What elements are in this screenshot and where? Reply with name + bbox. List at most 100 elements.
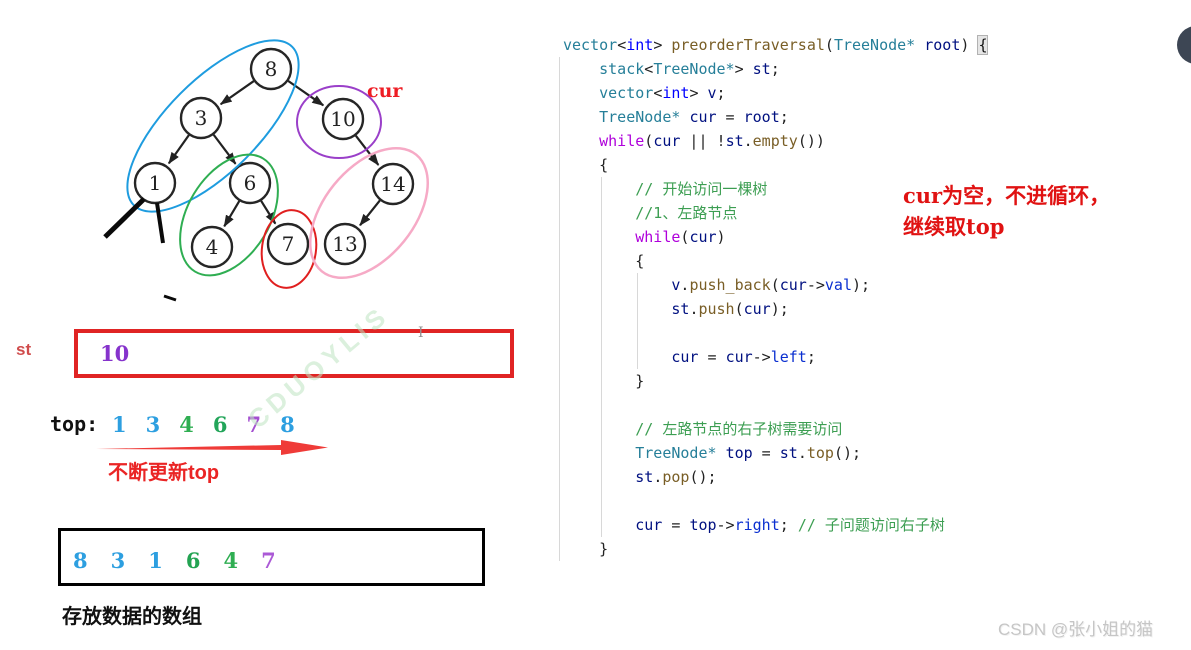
code-token: // 左路节点的右子树需要访问 — [563, 420, 843, 438]
code-line: st.push(cur); — [563, 297, 987, 321]
tree-edge-8-10 — [287, 80, 325, 107]
code-token: TreeNode* — [653, 60, 735, 78]
array-value: 1 — [148, 548, 163, 573]
array-value: 7 — [261, 548, 276, 573]
code-line: } — [563, 537, 987, 561]
code-token: ( — [770, 276, 780, 294]
code-token: (); — [833, 444, 862, 462]
code-token: cur — [779, 276, 807, 294]
top-value: 4 — [179, 412, 194, 437]
code-token — [563, 516, 635, 534]
code-token: > — [734, 60, 753, 78]
code-token: < — [644, 60, 654, 78]
tree-node-7 — [266, 222, 310, 266]
text-cursor: I — [418, 325, 424, 341]
code-token: ; — [770, 60, 780, 78]
tree-edge-6-4 — [223, 200, 241, 228]
code-token: vector — [599, 84, 654, 102]
code-token: -> — [716, 516, 735, 534]
csdn-watermark: CSDN @张小姐的猫 — [998, 620, 1154, 639]
tree-edge-3-6 — [212, 134, 237, 165]
tree-node-value: 1 — [149, 171, 162, 195]
tree-node-value: 4 — [206, 235, 219, 259]
cur-pointer-label: cur — [367, 80, 403, 102]
code-token: TreeNode* — [635, 444, 717, 462]
code-token — [563, 228, 635, 246]
code-token: ( — [734, 300, 744, 318]
code-token: v — [707, 84, 717, 102]
code-token: ); — [770, 300, 789, 318]
code-line: st.pop(); — [563, 465, 987, 489]
code-line — [563, 393, 987, 417]
top-value: 8 — [280, 412, 295, 437]
code-line: TreeNode* cur = root; — [563, 105, 987, 129]
code-line — [563, 489, 987, 513]
code-token: . — [743, 132, 753, 150]
code-token: val — [824, 276, 852, 294]
code-token: ; — [806, 348, 816, 366]
code-token — [563, 348, 671, 366]
code-token: cur — [743, 300, 771, 318]
annotation-note-line2: 继续取top — [903, 214, 1005, 239]
code-line: v.push_back(cur->val); — [563, 273, 987, 297]
tree-node-value: 8 — [265, 57, 278, 81]
pen-mark — [155, 202, 165, 244]
code-line: //1、左路节点 — [563, 201, 987, 225]
code-token: st — [725, 132, 744, 150]
cur-node-highlight — [296, 85, 382, 159]
tree-node-value: 13 — [332, 232, 357, 256]
update-top-arrow — [96, 440, 328, 455]
code-token: = — [698, 348, 726, 366]
array-value: 8 — [73, 548, 88, 573]
subtree-14-highlight — [309, 146, 429, 280]
corner-dot — [1177, 26, 1191, 64]
code-token: cur — [725, 348, 753, 366]
code-token: } — [563, 540, 609, 558]
code-token: > — [653, 36, 672, 54]
code-token — [563, 276, 671, 294]
top-value: 3 — [145, 412, 161, 437]
code-token: } — [563, 372, 645, 390]
code-token: stack — [599, 60, 645, 78]
code-line: // 开始访问一棵树 — [563, 177, 987, 201]
code-token: cur — [689, 108, 717, 126]
code-token: st — [779, 444, 798, 462]
code-token — [563, 468, 635, 486]
code-token: root — [743, 108, 780, 126]
code-token: ( — [680, 228, 690, 246]
code-token: = — [716, 108, 744, 126]
tree-node-value: 14 — [380, 172, 405, 196]
code-token: (); — [689, 468, 717, 486]
top-value: 7 — [246, 412, 262, 437]
pen-mark — [103, 197, 146, 239]
code-token: right — [734, 516, 780, 534]
code-token: TreeNode* — [833, 36, 916, 54]
code-token — [563, 300, 671, 318]
code-token — [563, 108, 599, 126]
top-value: 1 — [112, 412, 127, 437]
code-token — [915, 36, 924, 54]
code-token: ; — [779, 108, 789, 126]
code-line: cur = top->right; // 子问题访问右子树 — [563, 513, 987, 537]
code-token: { — [563, 252, 645, 270]
code-line: vector<int> v; — [563, 81, 987, 105]
code-line: } — [563, 369, 987, 393]
code-line: vector<int> preorderTraversal(TreeNode* … — [563, 33, 988, 57]
code-token: ( — [644, 132, 654, 150]
code-token: cur — [653, 132, 681, 150]
tree-edge-3-1 — [167, 134, 190, 165]
indent-guide — [601, 177, 602, 537]
code-token: v — [671, 276, 681, 294]
code-token: . — [653, 468, 663, 486]
code-token: ) — [716, 228, 726, 246]
code-token: ( — [824, 36, 834, 54]
stack-box: 10 — [74, 329, 514, 378]
code-token: < — [653, 84, 663, 102]
code-token: push — [698, 300, 735, 318]
array-value: 4 — [223, 548, 239, 573]
code-token: int — [626, 36, 654, 54]
code-line: // 左路节点的右子树需要访问 — [563, 417, 987, 441]
